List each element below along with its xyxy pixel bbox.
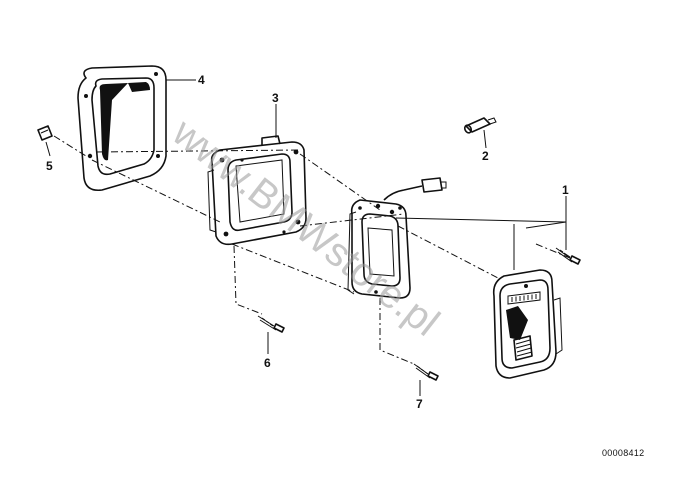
part-5-clip-nut — [37, 125, 53, 141]
part-4-housing — [77, 65, 167, 192]
part-2-bulb — [463, 117, 497, 134]
callout-7: 7 — [416, 397, 423, 411]
callout-3: 3 — [272, 91, 279, 105]
assembly-axes — [53, 135, 571, 365]
diagram-reference-number: 00008412 — [602, 448, 645, 458]
callout-labels: 1 2 3 4 5 6 7 — [46, 73, 569, 411]
part-1-screw — [555, 247, 581, 265]
callout-2: 2 — [482, 149, 489, 163]
callout-1: 1 — [562, 183, 569, 197]
part-lamp-socket-frame — [347, 177, 447, 299]
callout-5: 5 — [46, 159, 53, 173]
part-6-screw — [257, 315, 285, 333]
callout-6: 6 — [264, 356, 271, 370]
part-7-screw — [413, 363, 439, 381]
watermark-text: www.BMWstore.pl — [164, 110, 448, 345]
callout-4: 4 — [198, 73, 205, 87]
leader-lines — [45, 79, 567, 396]
part-3-frame — [207, 135, 307, 246]
part-1-lamp-cover — [492, 269, 563, 379]
